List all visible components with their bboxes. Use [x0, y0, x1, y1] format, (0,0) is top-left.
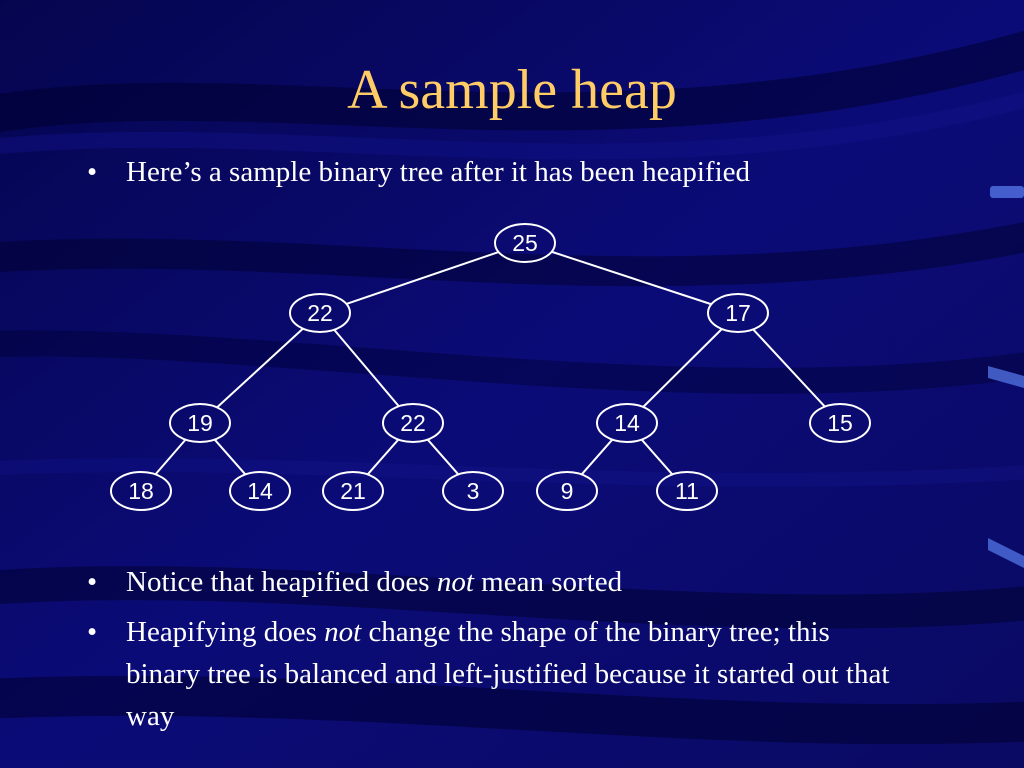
tree-node-circle [494, 223, 556, 263]
tree-edge [216, 327, 304, 409]
tree-node-value: 22 [400, 410, 426, 436]
tree-node-circle [169, 403, 231, 443]
tree-node: 21 [322, 471, 384, 511]
tree-node: 18 [110, 471, 172, 511]
tree-node-value: 17 [725, 300, 751, 326]
tree-node-value: 3 [467, 478, 480, 504]
tree-node-value: 25 [512, 230, 538, 256]
tree-node: 9 [536, 471, 598, 511]
tree-node-value: 11 [675, 478, 699, 504]
tree-node: 15 [809, 403, 871, 443]
tree-edge [346, 251, 499, 305]
tree-node-circle [707, 293, 769, 333]
tree-node-circle [656, 471, 718, 511]
tree-node-circle [289, 293, 351, 333]
tree-edge [213, 438, 247, 476]
tree-node: 17 [707, 293, 769, 333]
bullet-dot: • [87, 566, 98, 598]
tree-node-circle [596, 403, 658, 443]
tree-node-value: 21 [340, 478, 366, 504]
bullet-text-emphasis: not [436, 566, 474, 598]
tree-edge [333, 329, 400, 407]
tree-node-circle [322, 471, 384, 511]
tree-node-circle [809, 403, 871, 443]
bullet-text-run: Here’s a sample binary tree after it has… [126, 156, 751, 188]
tree-node-circle [442, 471, 504, 511]
tree-node-value: 18 [128, 478, 154, 504]
tree-node-value: 22 [307, 300, 333, 326]
tree-node-circle [229, 471, 291, 511]
tree-node-value: 14 [614, 410, 640, 436]
tree-edge [551, 250, 712, 306]
tree-node: 3 [442, 471, 504, 511]
bullet-not-sorted: • Notice that heapified does not mean so… [87, 561, 907, 603]
bullet-text: Here’s a sample binary tree after it has… [126, 151, 907, 193]
tree-edge [366, 438, 400, 476]
tree-node-circle [110, 471, 172, 511]
bullet-text-run: Notice that heapified does [126, 566, 437, 598]
tree-edge [580, 438, 614, 476]
tree-node-value: 19 [187, 410, 213, 436]
tree-nodes: 25 22 17 19 22 14 15 18 14 21 3 9 11 [110, 223, 871, 511]
tree-node-value: 14 [247, 478, 273, 504]
bullet-text-run: change the shape of the binary tree; thi… [126, 616, 890, 732]
bullet-intro: • Here’s a sample binary tree after it h… [87, 151, 907, 193]
bullet-text: Notice that heapified does not mean sort… [126, 561, 907, 603]
tree-node: 14 [596, 403, 658, 443]
tree-edge [640, 438, 674, 476]
tree-node: 25 [494, 223, 556, 263]
bullet-shape-unchanged: • Heapifying does not change the shape o… [87, 611, 907, 737]
tree-node-circle [536, 471, 598, 511]
bullet-text-emphasis: not [324, 616, 362, 648]
bullet-dot: • [87, 616, 98, 648]
tree-node: 22 [289, 293, 351, 333]
slide-title: A sample heap [347, 59, 677, 121]
tree-edge [642, 328, 723, 408]
bullet-text: Heapifying does not change the shape of … [126, 611, 907, 737]
tree-node: 11 [656, 471, 718, 511]
bullet-text-run: Heapifying does [126, 616, 325, 648]
tree-edge [154, 438, 187, 476]
tree-node: 14 [229, 471, 291, 511]
tree-node-value: 9 [561, 478, 574, 504]
bullet-dot: • [87, 156, 98, 188]
tree-edge [752, 328, 826, 408]
tree-edges [154, 250, 826, 476]
tree-node-value: 15 [827, 410, 853, 436]
tree-node: 22 [382, 403, 444, 443]
tree-edge [426, 438, 460, 476]
bullet-text-run: mean sorted [473, 566, 623, 598]
tree-node: 19 [169, 403, 231, 443]
tree-node-circle [382, 403, 444, 443]
